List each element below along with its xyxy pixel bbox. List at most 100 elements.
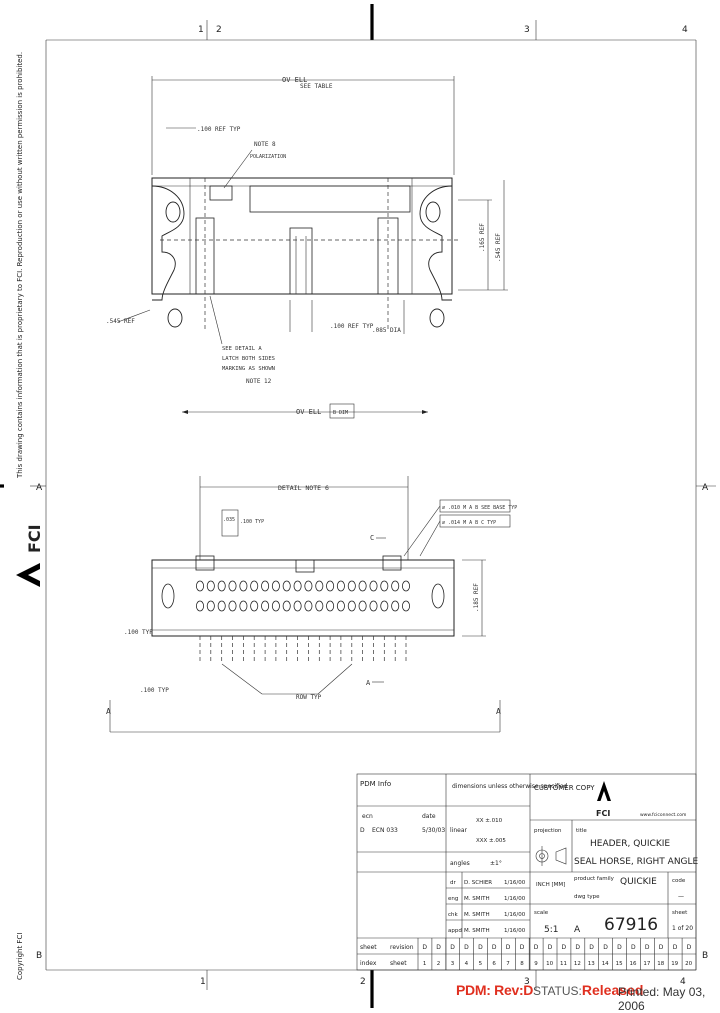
zone-bottom-4: 4 <box>680 977 686 987</box>
zone-top-1: 1 <box>198 25 204 35</box>
title-block: PDM Info dimensions unless otherwise spe… <box>356 773 699 971</box>
tb-index-row-label: index <box>360 960 377 967</box>
tb-ecn-label: ecn <box>362 813 373 820</box>
sheet-cell: 20 <box>685 961 692 967</box>
pin-1-6 <box>250 580 259 592</box>
front-note-detail: DETAIL NOTE 6 <box>278 484 329 492</box>
sheet-cell: 9 <box>534 961 538 967</box>
zone-bottom-3: 3 <box>524 977 530 987</box>
pin-1-15 <box>347 580 356 592</box>
tb-sheet-row-label: sheet <box>360 944 377 951</box>
revision-cell: D <box>436 944 441 951</box>
revision-cell: D <box>673 944 678 951</box>
tb-drawing-number: 67916 <box>604 915 658 935</box>
pin-1-19 <box>391 580 400 592</box>
tb-index-sheet-label: sheet <box>390 960 407 967</box>
pin-1-1 <box>195 580 204 592</box>
pin-2-12 <box>315 600 324 612</box>
approval-role: eng <box>448 896 458 902</box>
fci-logo-icon <box>597 781 611 801</box>
top-dim-d: .085 DIA <box>372 327 401 334</box>
top-note-polarization: POLARIZATION <box>250 154 286 160</box>
front-arrow-label-a: A <box>366 679 371 687</box>
status-value: Released <box>581 982 644 998</box>
pin-1-8 <box>271 580 280 592</box>
sheet-cell: 15 <box>616 961 623 967</box>
top-dim-overall: OV ELL <box>282 76 307 84</box>
pin-1-10 <box>293 580 302 592</box>
revision-cell: D <box>450 944 455 951</box>
tb-dwg-type: dwg type <box>574 894 600 900</box>
tb-title-line1: HEADER, QUICKIE <box>590 839 670 849</box>
pin-1-18 <box>380 580 389 592</box>
approval-date: 1/16/00 <box>504 880 526 886</box>
revision-index-cells: D1D2D3D4D5D6D7D8D9D10D11D12D13D14D15D16D… <box>417 938 693 970</box>
pin-2-5 <box>239 600 248 612</box>
pin-field <box>195 580 410 664</box>
pin-2-6 <box>250 600 259 612</box>
pin-1-2 <box>206 580 215 592</box>
top-callout-3: MARKING AS SHOWN <box>222 366 275 372</box>
pin-1-3 <box>217 580 226 592</box>
tb-units: INCH [MM] <box>536 882 565 888</box>
tb-ecn-value: ECN 033 <box>372 827 398 834</box>
tb-tol-row-1: XX ±.010 <box>476 818 503 824</box>
tb-title-label: title <box>576 828 587 834</box>
approval-date: 1/16/00 <box>504 928 526 934</box>
revision-cell: D <box>534 944 539 951</box>
pin-2-14 <box>336 600 345 612</box>
tb-web: www.fciconnect.com <box>640 812 686 818</box>
tb-projection-label: projection <box>534 828 562 834</box>
zone-top-3: 3 <box>524 25 530 35</box>
approval-date: 1/16/00 <box>504 896 526 902</box>
top-callout-2: LATCH BOTH SIDES <box>222 356 275 362</box>
tb-tol-row-2: XXX ±.005 <box>476 838 506 844</box>
front-tol-1: .100 TYP <box>240 519 264 525</box>
tb-scale-label: scale <box>534 910 549 916</box>
sheet-cell: 12 <box>574 961 581 967</box>
pin-1-11 <box>304 580 313 592</box>
tb-angles-label: angles <box>450 860 470 867</box>
approval-name: D. SCHIER <box>464 880 492 886</box>
front-dim-left: .100 TYP <box>140 687 169 694</box>
revision-cell: D <box>645 944 650 951</box>
sheet-cell: 11 <box>560 961 567 967</box>
top-dim-c: .545 REF <box>495 233 502 262</box>
approval-date: 1/16/00 <box>504 912 526 918</box>
pin-2-18 <box>380 600 389 612</box>
sheet-cell: 6 <box>492 961 496 967</box>
left-margin: This drawing contains information that i… <box>16 52 44 980</box>
tb-date-label: date <box>422 813 436 820</box>
tb-customer-copy: CUSTOMER COPY <box>534 784 595 792</box>
revision-cell: D <box>422 944 427 951</box>
revision-cell: D <box>492 944 497 951</box>
tb-title-line2: SEAL HORSE, RIGHT ANGLE <box>574 857 699 867</box>
sheet-cell: 7 <box>506 961 510 967</box>
tb-logo-text: FCI <box>596 809 610 818</box>
approval-rows: dr D. SCHIER 1/16/00 eng M. SMITH 1/16/0… <box>448 880 526 934</box>
tb-code-value: — <box>678 893 684 900</box>
zone-side-a: A <box>36 483 43 493</box>
tb-tol-row-0: linear <box>450 827 468 834</box>
approval-role: dr <box>450 880 456 886</box>
revision-cell: D <box>659 944 664 951</box>
tb-sheet-value: 1 of 20 <box>672 925 693 932</box>
zone-side-a-right: A <box>702 483 709 493</box>
tb-code-label: code <box>672 878 686 884</box>
tb-revision-row-label: revision <box>390 944 414 951</box>
front-tol-2: .100 TYP <box>124 629 153 636</box>
front-datum-a-right: A <box>496 707 501 716</box>
pin-2-7 <box>261 600 270 612</box>
front-datum-a-left: A <box>106 707 111 716</box>
approval-name: M. SMITH <box>464 928 490 934</box>
sheet-cell: 2 <box>437 961 441 967</box>
front-dim-right: .185 REF <box>473 583 480 612</box>
pin-2-9 <box>282 600 291 612</box>
tb-sheet-label: sheet <box>672 910 688 916</box>
sheet-cell: 19 <box>671 961 678 967</box>
tb-rev-value: D <box>360 827 365 834</box>
status-line: STATUS:Released <box>533 982 643 998</box>
top-note-12: NOTE 12 <box>246 378 272 385</box>
sheet-cell: 14 <box>602 961 609 967</box>
front-gdt-2: ∅ .014 M A B C TYP <box>442 520 496 526</box>
